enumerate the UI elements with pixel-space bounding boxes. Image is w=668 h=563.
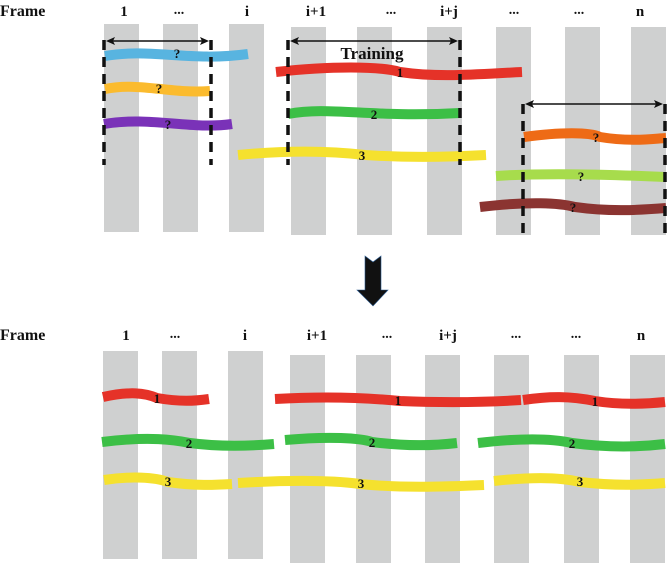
frame-bar [291, 27, 326, 235]
frame-bar [630, 355, 665, 563]
frame-bar [290, 355, 325, 563]
track-label: 2 [186, 436, 193, 451]
frame-label-ellipsis: ... [571, 327, 582, 342]
track-label: 1 [397, 65, 404, 80]
track-label: 2 [369, 435, 376, 450]
frame-label-ellipsis: ... [574, 3, 585, 18]
bottom-frame-header: Frame 1 ... i i+1 ... i+j ... ... n [0, 327, 646, 344]
frame-label-n: n [637, 328, 646, 344]
track-2-green-segment [477, 434, 666, 452]
frame-bar [162, 351, 197, 559]
left-window: ? ? ? [102, 37, 249, 165]
arrow-head-right-icon [200, 37, 209, 45]
arrow-head-left-icon [525, 100, 534, 108]
track-1-red-segment [522, 392, 666, 409]
track-3-yellow-segment [103, 472, 233, 490]
arrow-head-right-icon [654, 100, 663, 108]
frame-label-ellipsis: ... [386, 3, 397, 18]
track-1-red-segment [101, 388, 210, 406]
right-window: ? ? ? [479, 100, 667, 235]
track-1-red [275, 62, 523, 81]
track-1-red-segment [274, 392, 522, 408]
bottom-tracks: 1 1 1 2 2 2 3 3 3 [101, 388, 666, 492]
training-label: Training [341, 44, 404, 63]
track-unknown-blue [104, 48, 249, 62]
track-label: 1 [592, 394, 599, 409]
track-label: ? [156, 81, 163, 96]
bottom-frame-bars [103, 351, 665, 563]
frame-bar [357, 27, 392, 235]
frame-label: Frame [0, 3, 45, 20]
track-3-yellow-segment [493, 473, 666, 490]
frame-bar [494, 355, 529, 563]
frame-label-ellipsis: ... [382, 327, 393, 342]
frame-label-i: i [243, 328, 247, 344]
frame-label-ellipsis: ... [174, 3, 185, 18]
track-unknown-light-green [495, 169, 667, 182]
arrow-head-left-icon [106, 37, 115, 45]
track-label: 1 [395, 393, 402, 408]
arrow-head-right-icon [449, 37, 458, 45]
frame-bar [228, 351, 263, 559]
top-frame-header: Frame 1 ... i i+1 ... i+j ... ... n [0, 3, 645, 20]
frame-bar [427, 27, 462, 235]
training-window: 1 2 3 Training [237, 37, 523, 165]
track-unknown-purple [103, 116, 233, 131]
frame-label-ellipsis: ... [509, 3, 520, 18]
track-2-green-segment [284, 432, 458, 451]
track-2-green [287, 106, 461, 120]
frame-bar [103, 351, 138, 559]
track-label: ? [593, 130, 600, 145]
arrow-head-left-icon [290, 37, 299, 45]
track-3-yellow-segment [237, 475, 485, 492]
frame-label-n: n [636, 4, 645, 20]
frame-bar [356, 355, 391, 563]
track-label: 3 [577, 474, 584, 489]
track-label: ? [570, 200, 577, 215]
track-label: 2 [371, 107, 378, 122]
track-label: 3 [359, 148, 366, 163]
track-unknown-orange-red [523, 128, 667, 145]
frame-label-i: i [245, 4, 249, 20]
frame-label-i-plus-j: i+j [439, 328, 457, 344]
track-unknown-orange [104, 81, 211, 97]
track-2-green-segment [101, 433, 275, 451]
down-arrow-icon [356, 255, 389, 307]
frame-bar [631, 27, 666, 235]
track-label: ? [165, 117, 172, 132]
frame-label-ellipsis: ... [170, 327, 181, 342]
frame-label-1: 1 [120, 4, 128, 20]
frame-label-ellipsis: ... [511, 327, 522, 342]
track-label: ? [578, 169, 585, 184]
frame-label: Frame [0, 327, 45, 344]
frame-label-i-plus-1: i+1 [306, 4, 326, 20]
frame-bar [564, 355, 599, 563]
track-unknown-brown [479, 198, 667, 216]
track-label: 3 [358, 476, 365, 491]
frame-bar [425, 355, 460, 563]
track-label: 2 [569, 436, 576, 451]
frame-label-1: 1 [122, 328, 130, 344]
frame-label-i-plus-j: i+j [440, 4, 458, 20]
track-label: 3 [165, 474, 172, 489]
track-label: ? [174, 46, 181, 61]
frame-label-i-plus-1: i+1 [307, 328, 327, 344]
track-label: 1 [154, 391, 161, 406]
